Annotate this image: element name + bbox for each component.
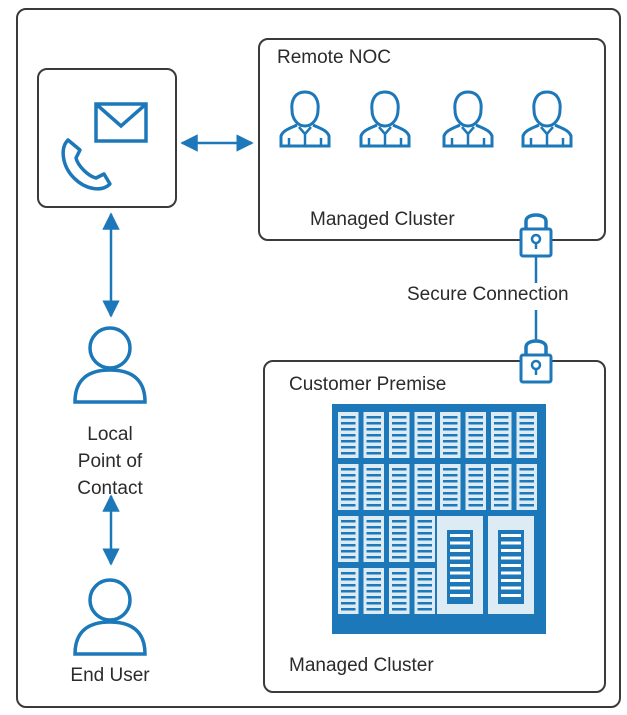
agent-icon-3 [442,90,494,148]
lock-icon-top [519,213,553,258]
local-contact-person-icon [73,326,147,404]
customer-premise-cluster-label: Managed Cluster [289,655,434,676]
remote-noc-title: Remote NOC [277,47,392,68]
agent-icon-4 [521,90,573,148]
lock-icon-bottom [519,339,553,384]
diagram-frame [16,8,621,708]
secure-connection-label: Secure Connection [407,284,569,305]
local-contact-line-1: Local [87,424,133,445]
local-contact-label: Local Point of Contact [60,421,160,502]
agent-icon-2 [359,90,411,148]
server-rack-icon [332,404,546,634]
envelope-icon [94,102,148,143]
local-contact-line-3: Contact [77,478,143,499]
local-contact-line-2: Point of [77,451,143,472]
customer-premise-title: Customer Premise [289,374,447,395]
agent-icon-1 [279,90,331,148]
phone-icon [61,138,112,191]
end-user-person-icon [73,578,147,656]
remote-noc-cluster-label: Managed Cluster [310,209,455,230]
end-user-label: End User [70,665,150,686]
